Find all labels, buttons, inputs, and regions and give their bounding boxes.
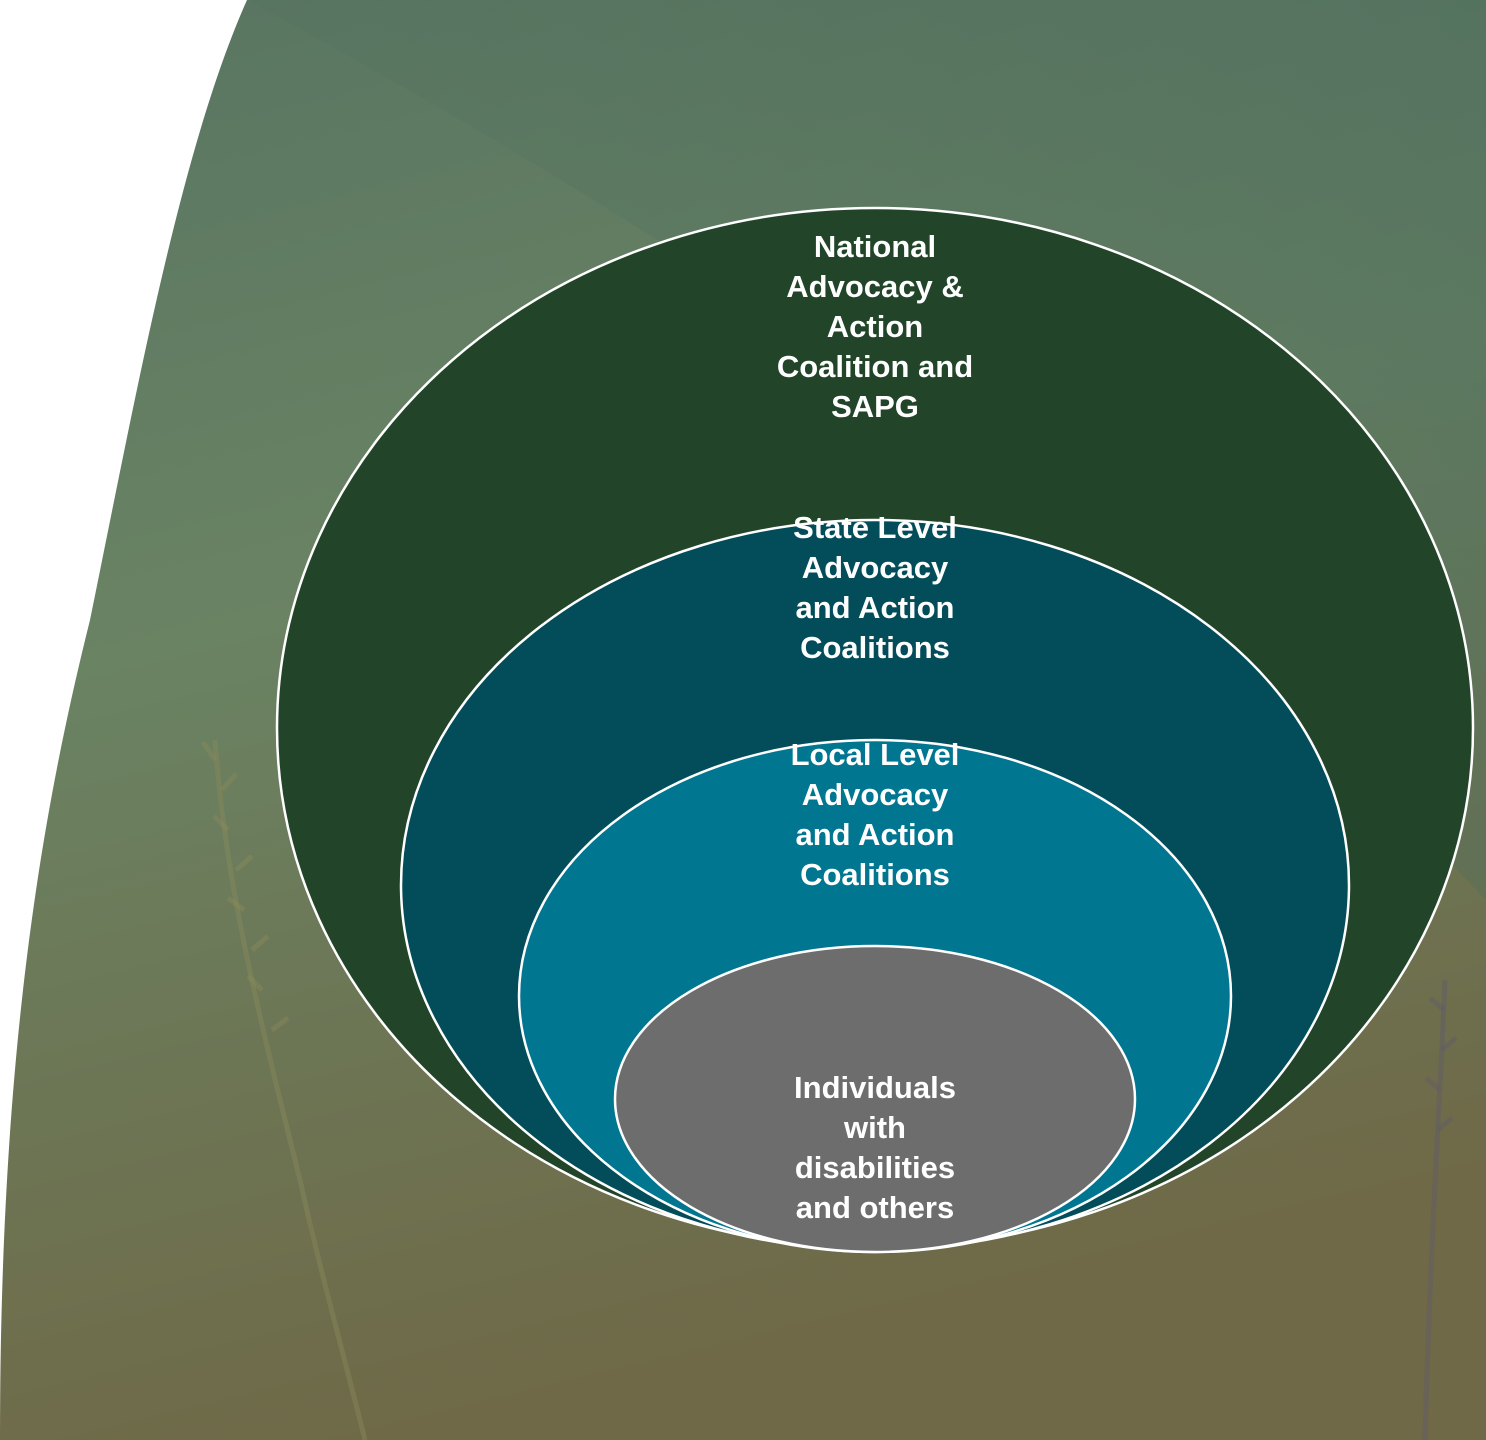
label-local: Local Level Advocacy and Action Coalitio… bbox=[790, 737, 960, 892]
label-national: National Advocacy & Action Coalition and… bbox=[776, 229, 974, 424]
nested-circle-diagram bbox=[275, 206, 1475, 1254]
plant-silhouette-right bbox=[1422, 979, 1458, 1440]
background-sheen bbox=[247, 0, 1486, 900]
plant-silhouette-left bbox=[200, 739, 368, 1440]
label-state: State Level Advocacy and Action Coalitio… bbox=[793, 510, 957, 665]
circle-individuals bbox=[613, 944, 1137, 1254]
label-individuals: Individuals with disabilities and others bbox=[794, 1070, 956, 1225]
